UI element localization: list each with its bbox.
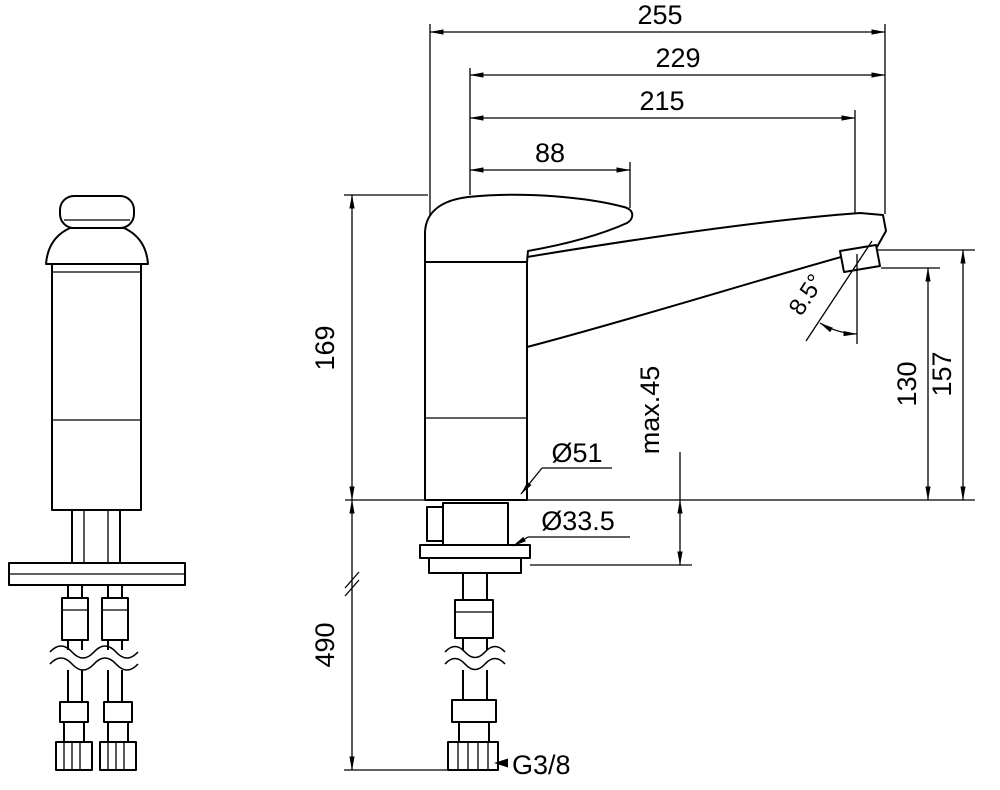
dimension-lines: [344, 29, 966, 771]
dim-deck-thickness-label: max.45: [635, 366, 665, 455]
hose-side: [444, 573, 506, 771]
body-side: [424, 261, 528, 501]
dim-body-diameter-label: Ø51: [551, 438, 602, 468]
handle-front: [59, 195, 135, 229]
break-symbol: [444, 645, 506, 659]
dim-handle-length-label: 88: [535, 138, 565, 168]
shank-side: [419, 502, 531, 574]
dim-overall-reach-label: 255: [637, 0, 682, 30]
dim-body-height-label: 169: [310, 325, 340, 370]
hose-nut-front: [55, 741, 93, 771]
dim-spout-angle-label: 8.5°: [784, 270, 830, 321]
thread-nut: [447, 741, 499, 771]
reference-lines: [344, 24, 975, 771]
side-view: [419, 193, 887, 771]
dim-outlet-reach-label: 215: [639, 86, 684, 116]
dim-hose-length-label: 490: [310, 622, 340, 667]
dim-spout-tip-reach-label: 229: [655, 43, 700, 73]
leader-dia335: [512, 536, 529, 547]
break-symbol: [49, 645, 139, 659]
spout: [526, 212, 887, 348]
angle-arc: [819, 322, 858, 337]
front-view: [8, 195, 186, 771]
dimension-labels: 255 229 215 88 169 490 130 157 max.45 8.…: [310, 0, 957, 780]
leader-dia51: [520, 467, 543, 495]
dim-outlet-height-label: 130: [892, 361, 922, 406]
dim-spout-height-label: 157: [927, 351, 957, 396]
handle-collar-front: [45, 227, 149, 265]
leader-thread-arrow: [494, 758, 508, 768]
lever-handle-side: [424, 193, 634, 263]
hoses-front: [49, 585, 139, 771]
dim-thread-size-label: G3/8: [512, 750, 571, 780]
body-front: [51, 263, 142, 511]
dim-shank-diameter-label: Ø33.5: [541, 506, 615, 536]
